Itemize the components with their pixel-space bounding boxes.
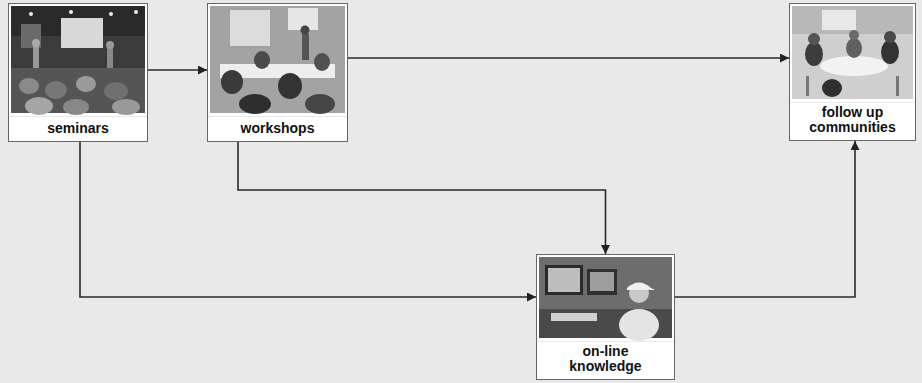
node-label: follow up communities — [803, 105, 903, 135]
photo-card: on-line knowledge — [536, 254, 675, 380]
flow-arrow — [148, 69, 207, 71]
flow-arrow — [675, 141, 855, 297]
photo-card: seminars — [8, 3, 148, 142]
label-ground: workshops — [208, 117, 347, 141]
flow-arrow — [348, 57, 789, 59]
workshop-photo — [207, 3, 348, 116]
seminar-photo — [8, 3, 148, 116]
node-label: workshops — [241, 121, 315, 136]
label-ground: follow up communities — [790, 103, 915, 140]
label-ground: seminars — [9, 117, 147, 141]
online-photo — [536, 254, 675, 341]
node-label: seminars — [47, 121, 108, 136]
photo-card: follow up communities — [789, 3, 916, 141]
node-label: on-line knowledge — [556, 344, 656, 374]
community-photo — [789, 3, 916, 102]
photo-card: workshops — [207, 3, 348, 142]
flow-arrow — [238, 142, 606, 254]
flow-arrow — [80, 142, 536, 297]
label-ground: on-line knowledge — [537, 342, 674, 379]
